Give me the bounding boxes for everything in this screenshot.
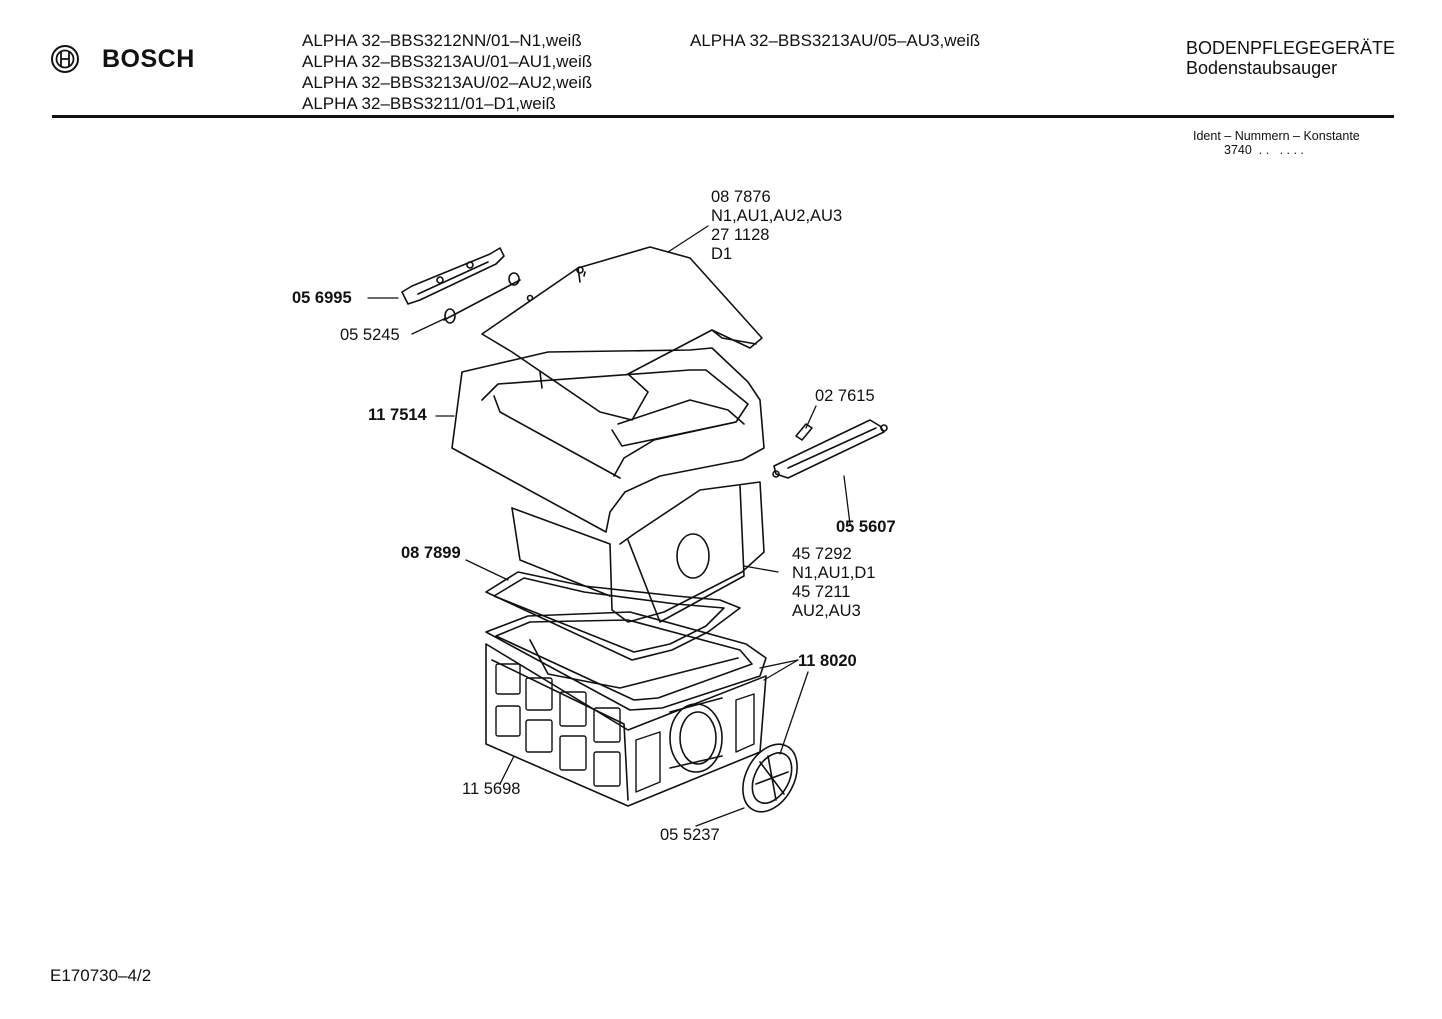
model-line: ALPHA 32–BBS3212NN/01–N1,weiß: [302, 31, 582, 50]
model-line: ALPHA 32–BBS3211/01–D1,weiß: [302, 94, 556, 113]
category-subtitle: Bodenstaubsauger: [1186, 58, 1338, 78]
part-number: 08 7876: [711, 188, 771, 206]
category-title: BODENPFLEGEGERÄTE: [1186, 38, 1396, 58]
clip-part: [795, 423, 813, 441]
housing-part: [485, 643, 767, 807]
label-handle: 05 5607: [836, 518, 896, 536]
bosch-logo-icon: [51, 45, 79, 73]
category-block: BODENPFLEGEGERÄTE Bodenstaubsauger: [1186, 38, 1395, 78]
gasket-part: [485, 611, 767, 711]
label-wheel: 05 5237: [660, 826, 720, 844]
cover-frame-part: [451, 347, 765, 533]
handle-part: [772, 419, 888, 479]
part-number: 45 7211: [792, 583, 851, 601]
label-spring: 05 5245: [340, 326, 400, 344]
header-divider: [52, 115, 1394, 118]
brand-name: BOSCH: [102, 44, 195, 73]
label-clip: 02 7615: [815, 387, 875, 405]
part-number: 45 7292: [792, 545, 852, 563]
label-filter-holder: 08 7899: [401, 544, 461, 562]
leader-lines: [367, 225, 851, 827]
model-line: ALPHA 32–BBS3213AU/01–AU1,weiß: [302, 52, 593, 71]
wheel-part: [742, 743, 798, 813]
model-list-left: ALPHA 32–BBS3212NN/01–N1,weiß ALPHA 32–B…: [302, 30, 592, 114]
model-list-right: ALPHA 32–BBS3213AU/05–AU3,weiß: [690, 30, 980, 51]
filter-holder-part: [485, 571, 741, 661]
label-hinge-bar: 05 6995: [292, 289, 352, 307]
label-housing: 11 5698: [462, 780, 521, 798]
variant-codes: D1: [711, 245, 733, 263]
ident-number: 3740 . . . . . .: [1224, 143, 1304, 157]
hinge-bar-part: [401, 247, 521, 324]
part-number: 27 1128: [711, 226, 770, 244]
model-line: ALPHA 32–BBS3213AU/05–AU3,weiß: [690, 31, 981, 50]
lid-part: [481, 246, 763, 421]
ident-block: Ident – Nummern – Konstante 3740 . . . .…: [1193, 129, 1360, 157]
label-gasket: 11 8020: [798, 652, 857, 670]
ident-label: Ident – Nummern – Konstante: [1193, 129, 1360, 143]
drawing-code: E170730–4/2: [50, 966, 152, 985]
dust-bag-part: [511, 481, 765, 623]
label-cover-frame: 11 7514: [368, 406, 427, 424]
model-line: ALPHA 32–BBS3213AU/02–AU2,weiß: [302, 73, 593, 92]
label-dust-bag: 45 7292 N1,AU1,D1 45 7211 AU2,AU3: [792, 545, 875, 621]
label-lid: 08 7876 N1,AU1,AU2,AU3 27 1128 D1: [711, 188, 842, 264]
variant-codes: N1,AU1,D1: [792, 564, 876, 582]
brand: BOSCH: [50, 44, 195, 74]
variant-codes: N1,AU1,AU2,AU3: [711, 207, 843, 225]
variant-codes: AU2,AU3: [792, 602, 861, 620]
